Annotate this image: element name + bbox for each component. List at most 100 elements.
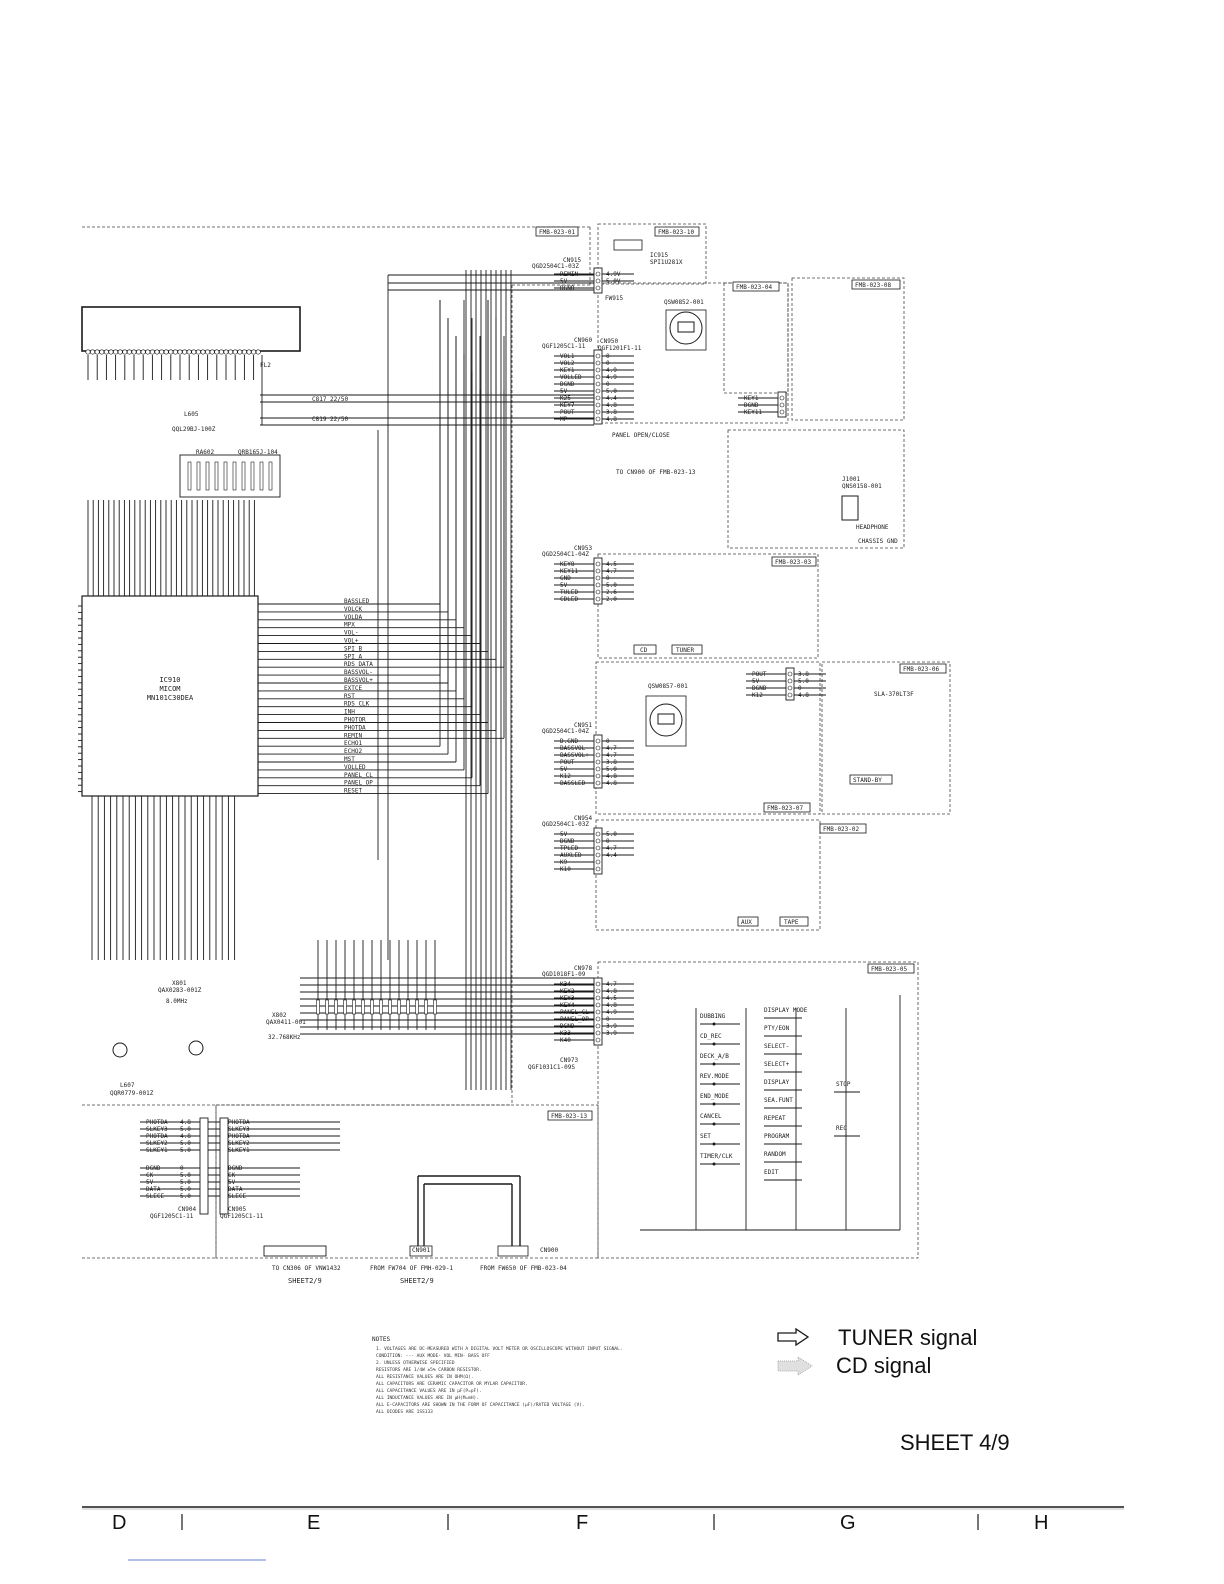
pin-voltage: 4.9	[606, 374, 617, 381]
pin-name: KEY8	[560, 561, 575, 568]
note-line: 1. VOLTAGES ARE DC-MEASURED WITH A DIGIT…	[376, 1346, 623, 1352]
key-label: REC	[836, 1125, 847, 1132]
signal-label: PHOTDA	[344, 724, 366, 731]
mid-signal-labels: BASSLEDVOLCKVOLDAMPXVOL-VOL+SPI_BSPI_ARD…	[344, 598, 373, 795]
tuner-arrow-icon	[777, 1327, 810, 1347]
pin-voltage: 4.8	[606, 416, 617, 423]
headphone-block: J1001 QNS0158-001 HEADPHONE CHASSIS GND	[841, 476, 898, 545]
pin-voltage: 0	[606, 360, 610, 367]
resistor	[361, 999, 365, 1015]
connector-pin	[595, 780, 601, 786]
panel-label: PANEL OPEN/CLOSE	[612, 432, 670, 439]
connector-pin	[595, 381, 601, 387]
signal-label: INH	[344, 709, 355, 716]
pin-voltage: 4.8	[606, 780, 617, 787]
ic915-block: IC915 SPI1U281X CN915 QGD2504C1-03Z FW91…	[532, 239, 683, 302]
connector-pin	[595, 374, 601, 380]
oscillators: X801 QAX0283-001Z 8.0MHz X802 QAX0411-00…	[110, 980, 306, 1097]
pin-voltage: 5.0	[606, 766, 617, 773]
signal-label: VOL-	[344, 630, 358, 637]
signal-label: BASSLED	[344, 598, 370, 605]
fl-pin	[168, 349, 174, 355]
fm13-pin: PHOTDA	[228, 1119, 250, 1126]
fl-display-pins	[85, 349, 261, 380]
note-line: ALL INDUCTANCE VALUES ARE IN µH(M=mH).	[376, 1395, 479, 1401]
ic-ref: IC910	[159, 676, 180, 684]
fm13-pin: DGND	[228, 1165, 243, 1172]
fm13-pin: CK	[228, 1172, 236, 1179]
c817-label: C817 22/50	[312, 396, 349, 403]
x802-part: QAX0411-001	[266, 1019, 306, 1026]
pin-voltage: 4.7	[606, 845, 617, 852]
connector-pin	[595, 981, 601, 987]
fm13-pin: CK	[146, 1172, 154, 1179]
connector-pin	[595, 845, 601, 851]
pin-voltage: 4.7	[606, 752, 617, 759]
pin-name: BASSVOL-	[560, 745, 589, 752]
l605-part: QQL29BJ-100Z	[172, 426, 216, 433]
grid-col-h: H	[1034, 1512, 1048, 1534]
fl-pin	[191, 349, 197, 355]
note-line: ALL DIODES ARE 1SS133	[376, 1409, 433, 1415]
connector-pin	[595, 395, 601, 401]
cn954-connector	[593, 827, 603, 875]
signal-label: MPX	[344, 622, 355, 629]
ra-resistor	[268, 461, 273, 491]
ra-resistor	[241, 461, 246, 491]
pin-voltage: 2.0	[606, 596, 617, 603]
connector-pin	[595, 596, 601, 602]
grid-col-f: F	[576, 1512, 588, 1534]
x802-freq: 32.768KHz	[268, 1034, 301, 1041]
pin-name: DGND	[752, 685, 767, 692]
pin-name: 5V	[560, 278, 568, 285]
signal-label: RESET	[344, 788, 362, 795]
pin-voltage: 4.7	[606, 568, 617, 575]
resistor	[406, 999, 410, 1015]
ic910-microcontroller: IC910 MICOM MN101C30DEA	[78, 500, 259, 960]
fl-pin	[149, 349, 155, 355]
fm13-voltage: 5.0	[180, 1147, 191, 1154]
connector-ref: CN953	[574, 545, 592, 552]
signal-label: REMIN	[344, 732, 362, 739]
signal-label: BASSVOL+	[344, 677, 373, 684]
pin-voltage: 4.4	[606, 852, 617, 859]
connector-pin	[595, 278, 601, 284]
signal-label: PANEL_OP	[344, 780, 373, 787]
fl-pin	[90, 349, 96, 355]
tag-fmb-13: FMB-023-13	[551, 1113, 588, 1120]
connector-pin	[787, 678, 793, 684]
fl-pin	[159, 349, 165, 355]
pin-name: KEY1	[560, 367, 575, 374]
l607-part: QQR0779-001Z	[110, 1090, 154, 1097]
cn915-ref: CN915	[563, 257, 581, 264]
key-switch	[712, 1082, 716, 1086]
connector-part: QGF1031C1-09S	[528, 1064, 575, 1071]
fl-pin	[218, 349, 224, 355]
resistor	[343, 999, 347, 1015]
key-label: REPEAT	[764, 1115, 786, 1122]
l605-inductor: L605 QQL29BJ-100Z C817 22/50 C819 22/50	[172, 396, 349, 433]
tag-fmb-07: FMB-023-07	[767, 805, 804, 812]
resistor	[415, 999, 419, 1015]
pin-voltage: 4.9	[606, 1009, 617, 1016]
key-label: EDIT	[764, 1169, 779, 1176]
resistor	[352, 999, 356, 1015]
pin-voltage: 4.8	[798, 692, 809, 699]
connector-pin	[595, 988, 601, 994]
pin-name: POUT	[560, 759, 575, 766]
pin-name: DGND	[560, 285, 575, 292]
connector-part: QGD2504C1-04Z	[542, 551, 589, 558]
pin-voltage: 0	[606, 575, 610, 582]
resistor	[424, 999, 428, 1015]
notes-lines: 1. VOLTAGES ARE DC-MEASURED WITH A DIGIT…	[376, 1346, 623, 1415]
ra-resistor	[205, 461, 210, 491]
standby-label: STAND-BY	[853, 777, 882, 784]
pin-name: PANEL_CL	[560, 1009, 589, 1016]
pin-voltage: 0	[606, 381, 610, 388]
pin-name: K10	[560, 866, 571, 873]
l607-ref: L607	[120, 1082, 135, 1089]
note-line: ALL E-CAPACITORS ARE SHOWN IN THE FORM O…	[376, 1402, 585, 1408]
key-switch	[712, 1142, 716, 1146]
tag-fmb-06: FMB-023-06	[903, 666, 940, 673]
fl-pin	[94, 349, 100, 355]
